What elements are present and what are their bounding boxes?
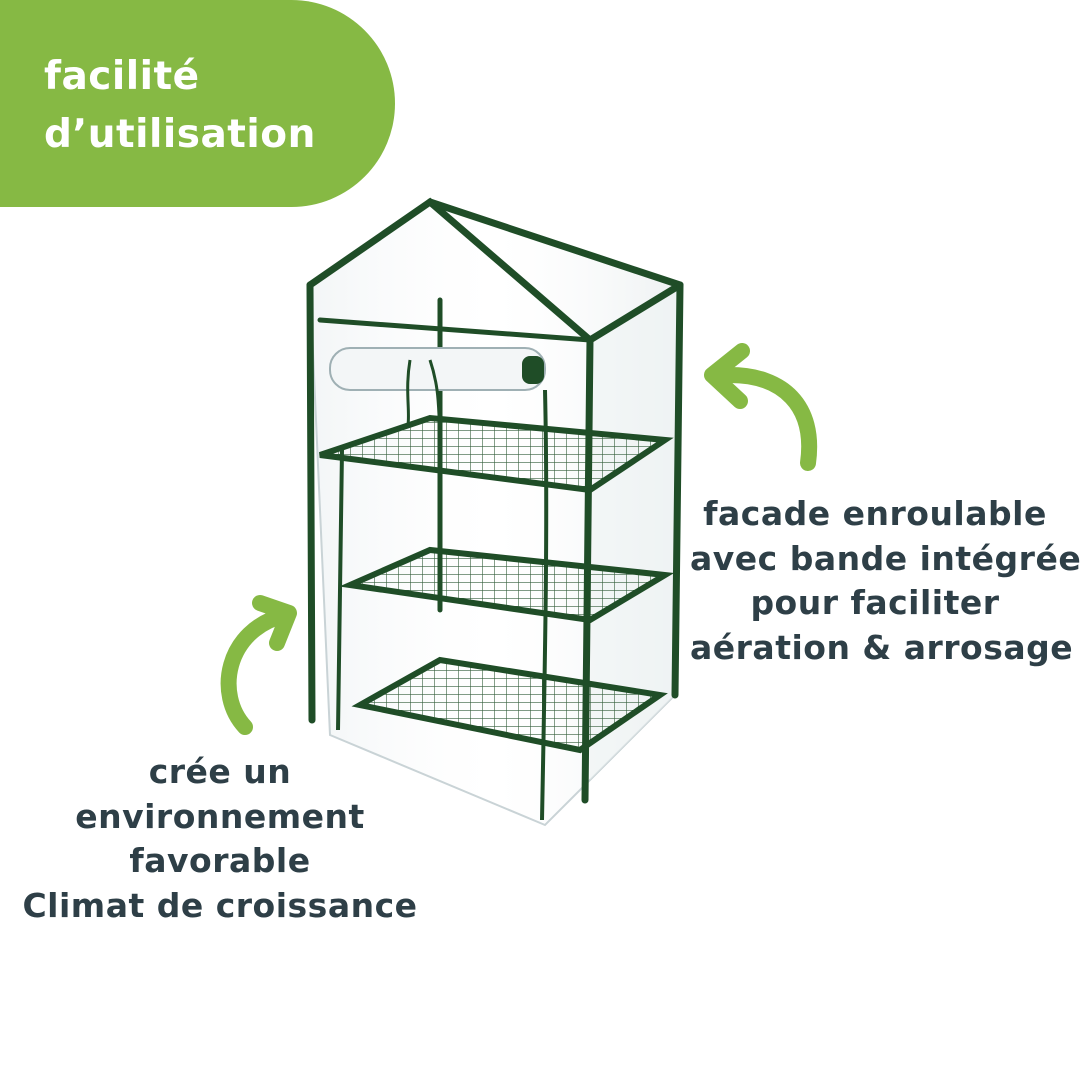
callout-climate: crée un environnement favorable Climat d…: [10, 750, 430, 928]
shelf-top: [320, 418, 665, 490]
callout-facade-line-2: avec bande intégrée: [690, 538, 1080, 578]
feature-badge: facilité d’utilisation: [0, 0, 395, 207]
callout-climate-line-1: crée un: [148, 752, 292, 791]
callout-facade: facade enroulable avec bande intégrée po…: [690, 492, 1080, 670]
callout-facade-line-4: aération & arrosage: [690, 627, 1074, 667]
badge-line-1: facilité: [44, 54, 200, 99]
callout-climate-line-4: Climat de croissance: [22, 885, 418, 925]
callout-climate-line-2: environnement: [75, 796, 365, 836]
curved-arrow-icon: [704, 343, 818, 471]
badge-line-2: d’utilisation: [44, 112, 316, 157]
callout-climate-line-3: favorable: [129, 841, 311, 880]
callout-facade-line-3: pour faciliter: [750, 583, 1000, 622]
callout-facade-line-1: facade enroulable: [703, 494, 1047, 533]
shelf-middle: [350, 550, 665, 620]
greenhouse-illustration: [306, 197, 684, 827]
side-panel: [590, 285, 680, 780]
shelf-bottom: [360, 660, 660, 750]
curved-arrow-icon: [220, 595, 297, 735]
